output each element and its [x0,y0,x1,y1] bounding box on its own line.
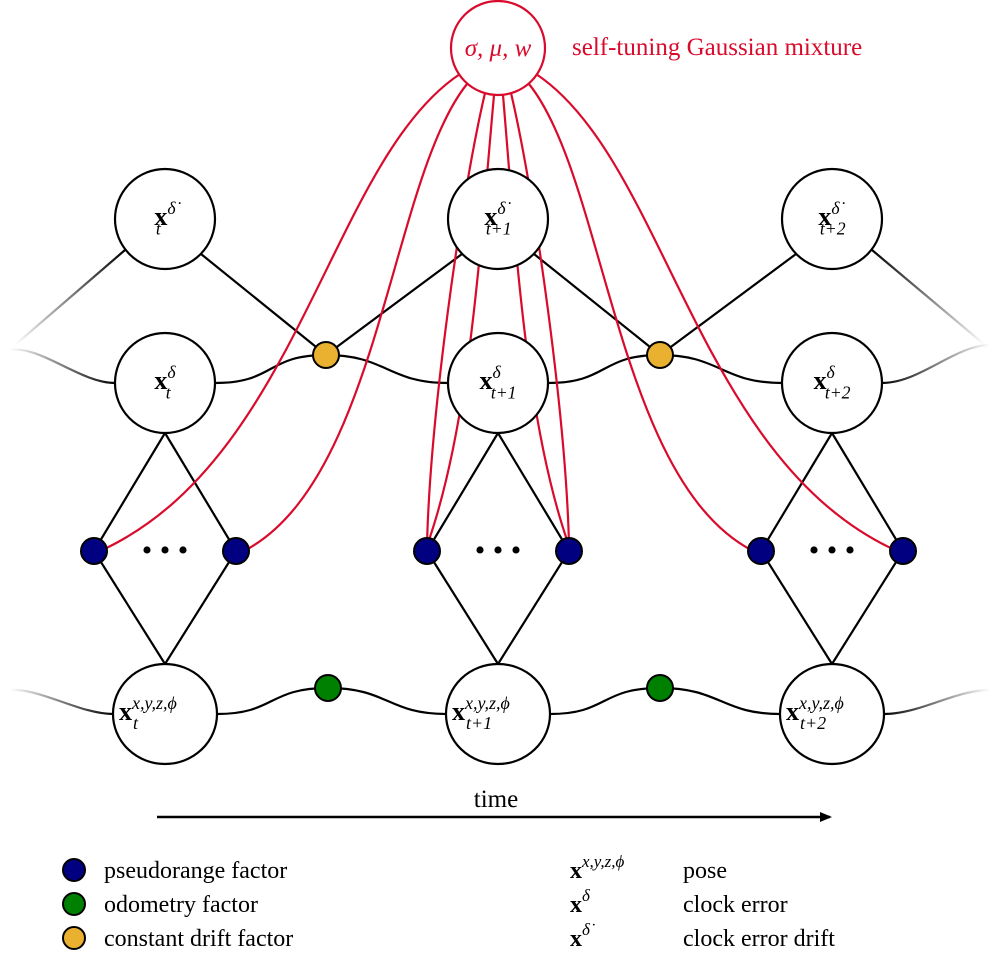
legend-variable-description: clock error [683,892,788,918]
legend-factor-label: constant drift factor [104,926,293,952]
mixture-edge [243,83,468,552]
time-axis: time [157,786,832,822]
edge-drift-to-factor [200,253,327,356]
drift-variable-label: xδ̇t+2 [818,198,845,238]
edge-clock-to-pseudorange [760,432,833,552]
edge-clock-to-factor [547,353,661,385]
mixture-edge [501,94,569,541]
legend-variable-description: clock error drift [683,926,835,952]
edges-layer [9,249,991,716]
edge-incoming-drift [14,249,126,346]
mixture-edge [425,92,487,546]
mixture-node: σ, μ, w [449,0,547,97]
edge-pseudorange-to-pose [831,550,904,665]
edge-clock-to-pseudorange [831,432,904,552]
pseudorange-factor [80,537,108,565]
mixture-edge [99,73,461,553]
mixture-edges-layer [99,73,898,553]
legend-variable-item: xδ clock error [570,886,788,918]
edge-clock-to-pseudorange [497,432,570,552]
legend-factor-swatch [62,892,86,916]
pseudorange-factor [555,537,583,565]
legend-factor-item: constant drift factor [62,926,293,952]
edge-outgoing-drift [871,249,986,346]
legend-variable-description: pose [683,858,727,884]
edge-clock-to-pseudorange [93,432,166,552]
mixture-edge [427,94,496,541]
edge-outgoing-pose [883,688,991,716]
constant-drift-factor [312,341,340,369]
drift-variable-node: xδ̇t [113,167,217,271]
pseudorange-factor [889,537,917,565]
edge-pose-to-odometry [216,686,329,716]
edge-pseudorange-to-pose [93,550,166,665]
edge-incoming-clock [9,348,116,385]
ellipsis: • • • [809,534,856,567]
legend-factor-swatch [62,858,86,882]
legend-variable-item: xδ̇ clock error drift [570,920,835,952]
legend-factor-item: pseudorange factor [62,858,287,884]
edge-clock-to-pseudorange [164,432,237,552]
edge-drift-to-factor [659,253,797,356]
drift-variable-node: xδ̇t+1 [446,167,550,271]
constant-drift-factor [646,341,674,369]
mixture-edge [535,73,898,553]
edge-outgoing-clock [881,343,991,385]
drift-variable-node: xδ̇t+2 [780,167,884,271]
edge-pseudorange-to-pose [164,550,237,665]
edge-pose-to-odometry [659,686,781,716]
odometry-factor [646,674,674,702]
pseudorange-factor [413,537,441,565]
edge-drift-to-factor [533,253,661,356]
legend-factors: pseudorange factor odometry factor constan… [62,858,293,952]
edge-pseudorange-to-pose [426,550,499,665]
legend-variable-symbol: xδ [570,886,591,918]
legend-factor-swatch [62,926,86,950]
mixture-node-label: σ, μ, w [465,35,532,62]
time-label: time [474,786,518,813]
edge-pseudorange-to-pose [760,550,833,665]
ellipsis: • • • [142,534,189,567]
mixture-annotation: self-tuning Gaussian mixture [572,34,862,61]
odometry-factor [314,674,342,702]
pseudorange-factor [747,537,775,565]
legend-factor-item: odometry factor [62,892,258,918]
legend-variables: xx,y,z,ϕ pose xδ clock error xδ̇ clock error … [570,852,835,952]
edge-pose-to-odometry [327,686,447,716]
pseudorange-factor [222,537,250,565]
edge-incoming-pose [9,688,114,716]
mixture-edge [509,92,571,546]
mixture-edge [528,83,754,552]
edge-pose-to-odometry [549,686,661,716]
legend-factor-label: pseudorange factor [104,858,287,884]
ellipsis: • • • [475,534,522,567]
legend-factor-label: odometry factor [104,892,258,918]
edge-pseudorange-to-pose [497,550,570,665]
edge-clock-to-factor [325,353,449,385]
edge-clock-to-pseudorange [426,432,499,552]
legend-variable-symbol: xδ̇ [570,920,595,952]
legend-variable-symbol: xx,y,z,ϕ [570,852,625,884]
edge-drift-to-factor [325,253,463,356]
edge-clock-to-factor [214,353,327,385]
legend-variable-item: xx,y,z,ϕ pose [570,852,727,884]
